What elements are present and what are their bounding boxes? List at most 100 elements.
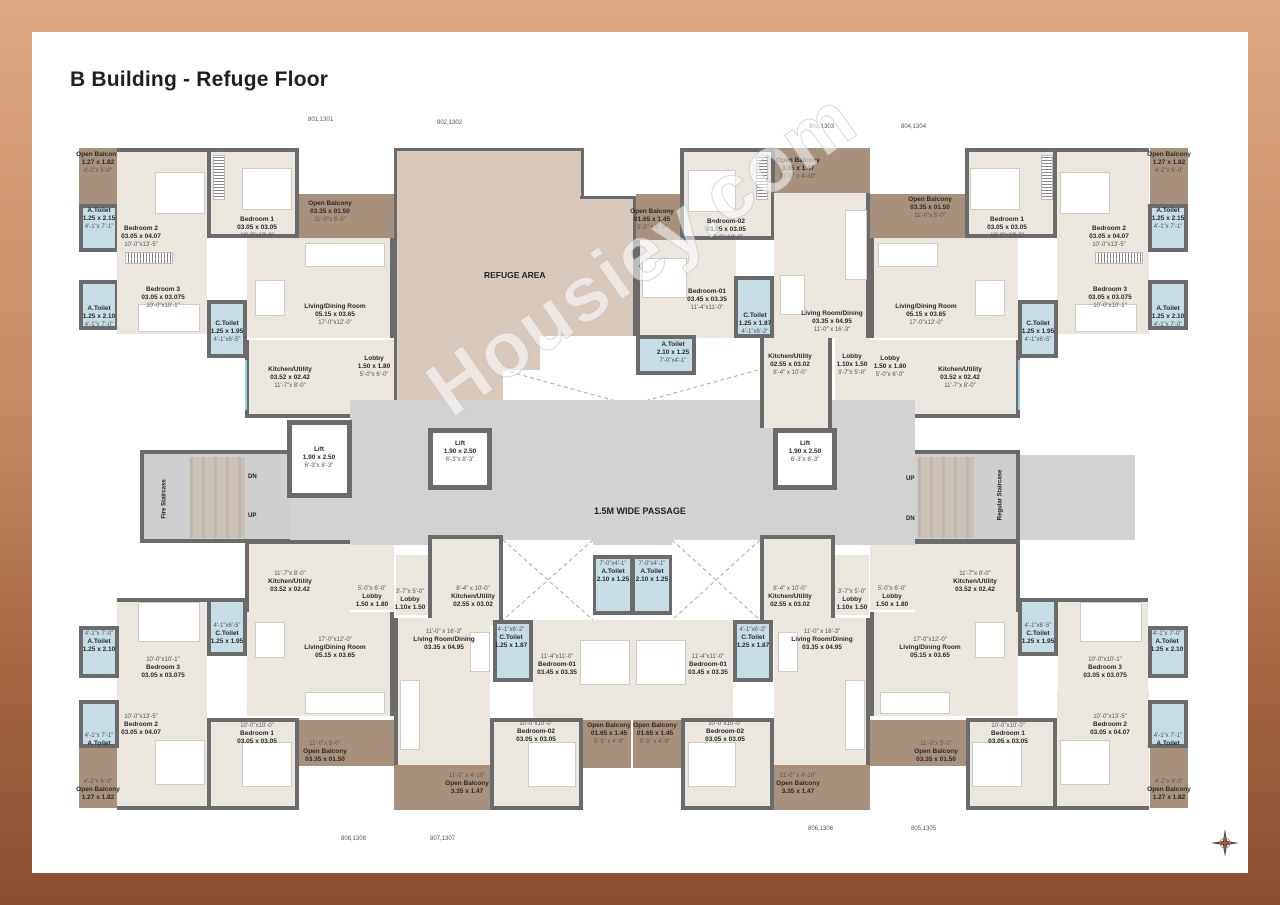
bed-icon [972,742,1022,787]
regular-stair-dn: DN [906,516,915,522]
sofa-icon [880,692,950,714]
unit-number-802: 802,1302 [437,120,463,126]
bed-icon [688,742,736,787]
a-toilet-807 [592,555,634,615]
a-toilet-806 [631,555,673,615]
open-balcony-801-small [79,148,117,206]
lobby-801 [350,340,394,400]
open-balcony-808-small [79,748,117,808]
lobby-805 [870,545,915,610]
open-balcony-802 [636,194,681,240]
unit-number-807: 807,1307 [430,836,456,842]
bed-icon [242,168,292,210]
regular-stair-up: UP [906,476,915,482]
open-balcony-804-large [870,194,966,240]
open-balcony-804-small [1150,148,1188,206]
dining-table-icon [778,632,798,672]
fire-stair-up: UP [248,513,257,519]
fire-stair-dn: DN [248,474,257,480]
bed-icon [155,172,205,214]
unit-number-808: 808,1308 [341,836,367,842]
a-toilet-805-1 [1148,626,1188,678]
unit-number-804: 804,1304 [901,124,927,130]
fire-stair-steps [190,457,245,538]
c-toilet-808 [207,598,247,656]
c-toilet-804 [1018,300,1058,358]
sofa-icon [845,680,865,750]
kitchen-807 [428,535,503,625]
open-balcony-805-large [870,720,966,766]
bed-icon [1080,602,1142,642]
wardrobe-icon [125,252,173,264]
dining-table-icon [255,622,285,658]
unit-number-806: 806,1306 [808,826,834,832]
bed-icon [138,602,200,642]
sofa-icon [845,210,867,280]
a-toilet-804-1 [1148,204,1188,252]
c-toilet-803 [734,276,774,338]
wardrobe-icon [213,155,225,200]
open-shaft-left [503,540,593,620]
open-balcony-805-small [1150,748,1188,808]
north-compass-icon [1210,828,1240,858]
open-balcony-806-large [774,765,870,810]
dining-table-icon [780,275,805,315]
lobby-807 [396,555,428,615]
unit-number-801: 801,1301 [308,117,334,123]
lobby-804 [870,340,915,400]
regular-staircase-label: Regular Staircase [997,469,1004,521]
bed-icon [636,640,686,685]
bed-icon [528,742,576,787]
kitchen-808 [245,540,350,616]
wardrobe-icon [756,155,768,200]
wardrobe-icon [1095,252,1143,264]
bed-icon [1075,304,1137,332]
shaft-cut [540,336,636,376]
a-toilet-805-2 [1148,700,1188,748]
unit-number-805: 805,1305 [911,826,937,832]
lift-1 [287,420,352,498]
refuge-area-lower [433,336,503,410]
sofa-icon [878,243,938,267]
a-toilet-808-1 [79,626,119,678]
bed-icon [970,168,1020,210]
kitchen-803 [760,338,832,428]
open-shaft-right [672,540,760,620]
kitchen-805 [915,540,1020,616]
open-balcony-801-large [299,194,394,240]
open-balcony-803 [775,148,870,193]
